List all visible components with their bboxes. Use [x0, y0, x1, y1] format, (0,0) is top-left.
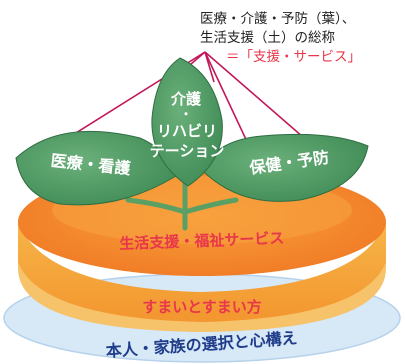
svg-text:・: ・	[180, 107, 192, 121]
caption-accent: 「支援・サービス」	[239, 49, 362, 65]
svg-text:介護: 介護	[170, 90, 202, 108]
leaf-center-label: 介護 ・ リハビリ テーション	[150, 90, 225, 160]
soil-middle-label: すまいとすまい方	[142, 298, 262, 316]
leaf-center	[151, 57, 223, 187]
caption-line-1: 医療・介護・予防（葉）、	[200, 11, 356, 27]
leaf-right	[201, 133, 369, 202]
svg-text:リハビリ: リハビリ	[157, 122, 217, 140]
soil-middle-band	[18, 222, 386, 322]
svg-text:テーション: テーション	[150, 142, 225, 160]
caption-equals: ＝	[226, 49, 240, 65]
soil-top-label: 生活支援・福祉サービス	[119, 229, 285, 253]
caption-block: 医療・介護・予防（葉）、 生活支援（土）の総称 ＝「支援・サービス」	[200, 10, 405, 67]
caption-line-2: 生活支援（土）の総称	[200, 30, 335, 46]
caption-line-3: ＝「支援・サービス」	[200, 48, 405, 67]
